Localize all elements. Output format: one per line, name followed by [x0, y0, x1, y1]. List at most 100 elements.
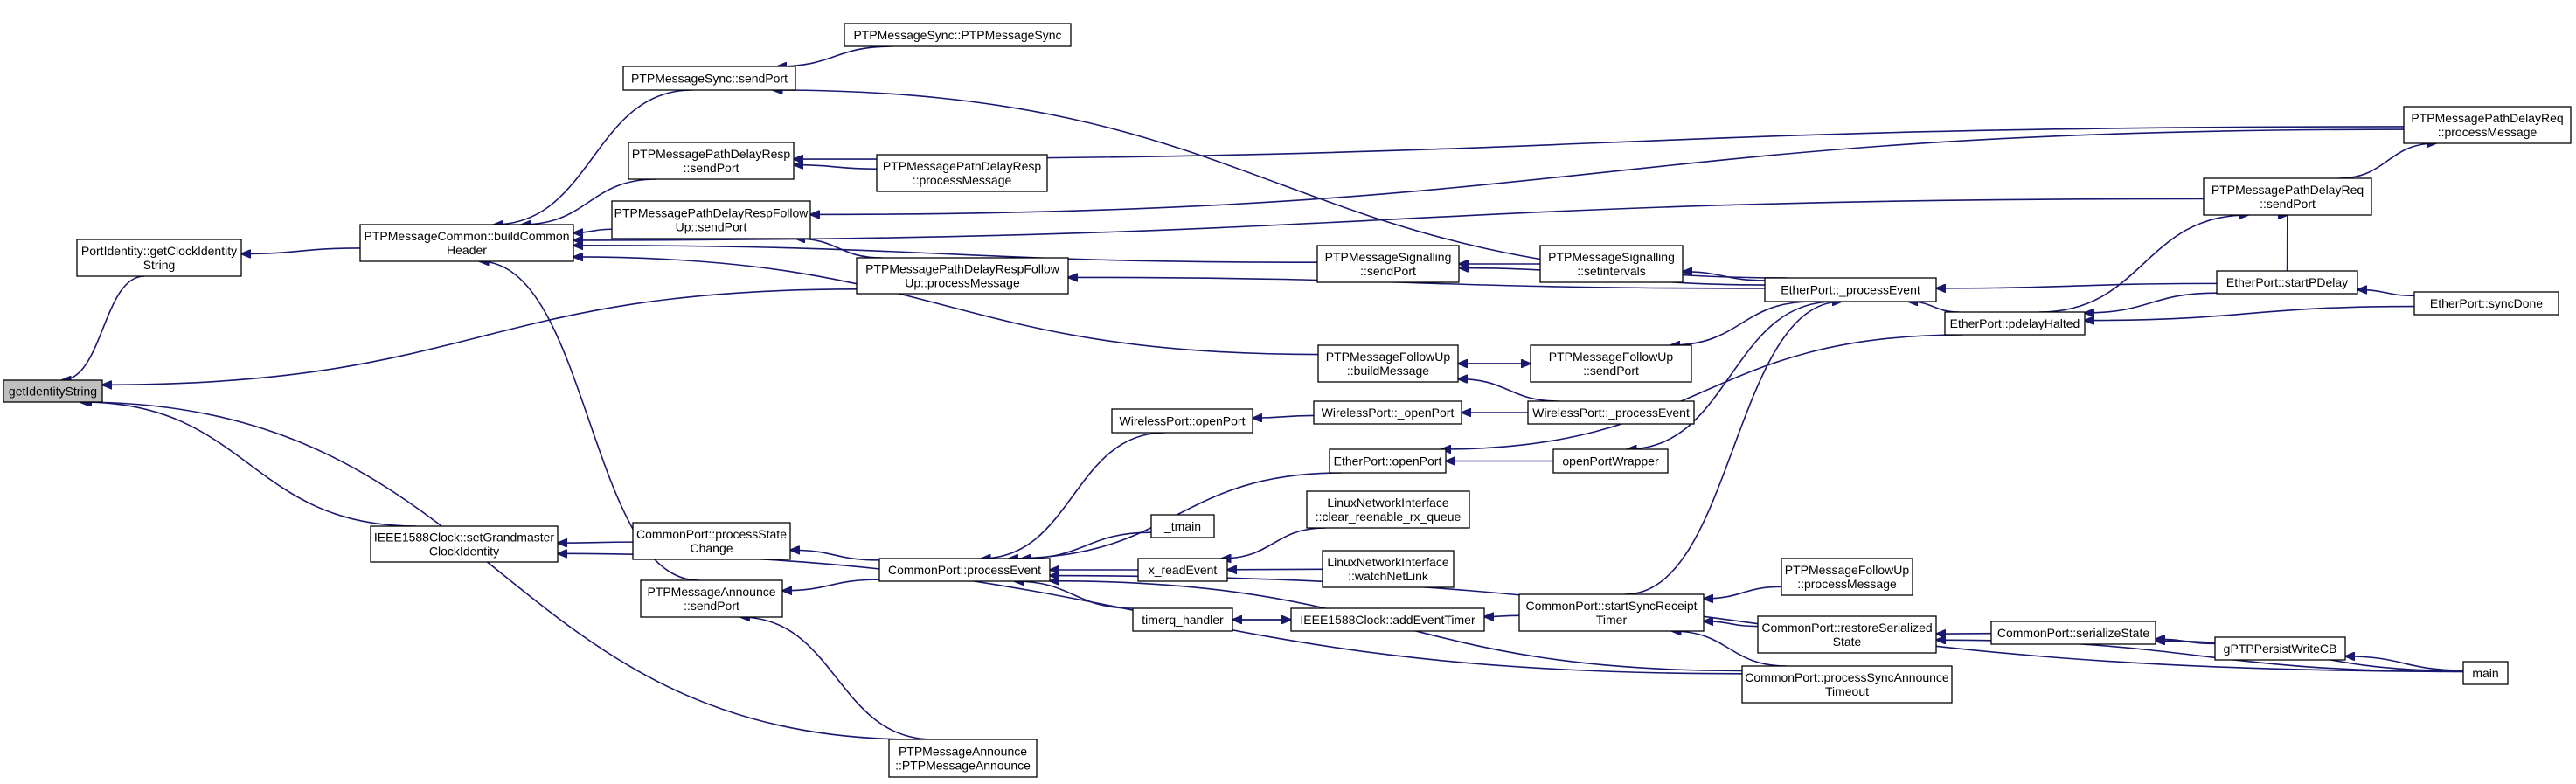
node-ieee1588clock-setgrandmasterclockidentity[interactable]: IEEE1588Clock::setGrandmasterClockIdenti… [370, 525, 559, 563]
node-box [1944, 311, 2086, 336]
edge-ptpmessagesync-ptpmessagesync-to-ptpmessagesync-sendport [777, 45, 892, 66]
node-box [1764, 277, 1937, 302]
edge-wirelessport-openport-to-commonport-processevent [981, 432, 1165, 559]
node-ptpmessagepathdelayreq-processmessage[interactable]: PTPMessagePathDelayReq::processMessage [2403, 106, 2572, 144]
edge-etherport-syncdone-to-etherport-pdelayhalted [2085, 305, 2415, 321]
node-label: PTPMessageSignalling [1548, 250, 1675, 264]
edge-commonport-processevent-to-ptpmessageannounce-sendport [782, 579, 880, 591]
node-label: PTPMessagePathDelayRespFollow [865, 262, 1060, 276]
node-linuxnetworkinterface-clear-reenable-rx-queue[interactable]: LinuxNetworkInterface::clear_reenable_rx… [1306, 490, 1470, 529]
node-ptpmessageannounce-sendport[interactable]: PTPMessageAnnounce::sendPort [640, 579, 783, 618]
node-box [1137, 558, 1228, 582]
node-tmain[interactable]: _tmain [1150, 514, 1215, 538]
node-label: PTPMessageCommon::buildCommon [365, 229, 570, 243]
node-ptpmessagesignalling-sendport[interactable]: PTPMessageSignalling::sendPort [1316, 245, 1460, 283]
node-label: WirelessPort::_processEvent [1532, 406, 1690, 420]
node-box [1527, 400, 1695, 425]
edge-ptpmessagepathdelayreq-processmessage-to-ptpmessagepathdelayresp-sendport [794, 126, 2405, 159]
node-label: CommonPort::restoreSerialized [1761, 621, 1932, 635]
node-ptpmessagefollowup-sendport[interactable]: PTPMessageFollowUp::sendPort [1530, 344, 1692, 383]
node-box [2413, 291, 2559, 316]
node-box [1313, 400, 1462, 425]
edge-etherport-pdelayhalted-to-etherport-processevent [1908, 302, 1960, 313]
node-etherport-processevent[interactable]: EtherPort::_processEvent [1764, 277, 1937, 302]
node-box [1990, 621, 2156, 645]
node-ptpmessagesync-ptpmessagesync[interactable]: PTPMessageSync::PTPMessageSync [844, 23, 1072, 47]
node-etherport-syncdone[interactable]: EtherPort::syncDone [2413, 291, 2559, 316]
node-box [1781, 558, 1913, 596]
node-box [844, 23, 1072, 47]
node-label: Timer [1596, 613, 1628, 627]
edge-etherport-startpdelay-to-etherport-pdelayhalted [2085, 292, 2218, 313]
node-label: CommonPort::processSyncAnnounce [1745, 670, 1949, 684]
node-label: _tmain [1163, 519, 1201, 533]
node-ptpmessagepathdelayreq-sendport[interactable]: PTPMessagePathDelayReq::sendPort [2203, 177, 2372, 216]
node-x-readevent[interactable]: x_readEvent [1137, 558, 1228, 582]
nodes-layer: getIdentityString PortIdentity::getClockI… [3, 23, 2572, 778]
node-ieee1588clock-addeventtimer[interactable]: IEEE1588Clock::addEventTimer [1290, 607, 1485, 632]
node-ptpmessagefollowup-processmessage[interactable]: PTPMessageFollowUp::processMessage [1781, 558, 1913, 596]
node-ptpmessagefollowup-buildmessage[interactable]: PTPMessageFollowUp::buildMessage [1317, 344, 1459, 383]
node-label: PTPMessageAnnounce [899, 745, 1027, 759]
node-label: ::sendPort [684, 161, 739, 175]
edge-ptpmessagecommon-buildcommonheader-to-portidentity-getclockidentitystring [241, 247, 361, 254]
node-timerq-handler[interactable]: timerq_handler [1132, 607, 1233, 632]
node-label: Timeout [1825, 684, 1869, 698]
node-commonport-processevent[interactable]: CommonPort::processEvent [878, 558, 1051, 582]
node-getidentitystring[interactable]: getIdentityString [3, 379, 103, 403]
node-box [856, 257, 1069, 295]
node-ptpmessagesync-sendport[interactable]: PTPMessageSync::sendPort [622, 66, 796, 91]
edge-ptpmessageannounce-ptpmessageannounce-to-ptpmessageannounce-sendport [740, 617, 934, 740]
node-ptpmessagepathdelayresp-processmessage[interactable]: PTPMessagePathDelayResp::processMessage [876, 154, 1048, 192]
node-box [628, 142, 795, 180]
node-label: timerq_handler [1142, 613, 1224, 627]
node-ptpmessagepathdelayresp-sendport[interactable]: PTPMessagePathDelayResp::sendPort [628, 142, 795, 180]
node-label: EtherPort::startPDelay [2226, 275, 2348, 289]
node-wirelessport-openport[interactable]: WirelessPort::_openPort [1313, 400, 1462, 425]
node-box [76, 239, 242, 277]
node-etherport-startpdelay[interactable]: EtherPort::startPDelay [2216, 270, 2358, 295]
edges-layer [61, 45, 2464, 740]
node-wirelessport-openport[interactable]: WirelessPort::openPort [1111, 408, 1253, 434]
edge-ptpmessagepathdelayrespfollowup-processmessage-to-getidentitystring [102, 288, 858, 385]
node-label: String [143, 258, 176, 272]
node-box [2203, 177, 2372, 216]
node-linuxnetworkinterface-watchnetlink[interactable]: LinuxNetworkInterface::watchNetLink [1322, 550, 1455, 588]
edge-etherport-processevent-to-ptpmessagepathdelayrespfollowup-processmessage [1068, 277, 1766, 289]
node-label: PTPMessageSignalling [1325, 250, 1452, 264]
node-box [2403, 106, 2572, 144]
node-label: EtherPort::openPort [1334, 454, 1442, 468]
node-box [1530, 344, 1692, 383]
node-label: Up::sendPort [676, 220, 747, 234]
node-label: State [1833, 635, 1862, 649]
node-box [1741, 665, 1953, 704]
node-ptpmessagepathdelayrespfollowup-processmessage[interactable]: PTPMessagePathDelayRespFollowUp::process… [856, 257, 1069, 295]
node-commonport-serializestate[interactable]: CommonPort::serializeState [1990, 621, 2156, 645]
node-ptpmessageannounce-ptpmessageannounce[interactable]: PTPMessageAnnounce::PTPMessageAnnounce [888, 739, 1038, 778]
node-box [1316, 245, 1460, 283]
node-gptppersistwritecb[interactable]: gPTPPersistWriteCB [2214, 636, 2346, 661]
node-box [1290, 607, 1485, 632]
node-label: ::processMessage [1797, 577, 1897, 591]
node-etherport-pdelayhalted[interactable]: EtherPort::pdelayHalted [1944, 311, 2086, 336]
node-openportwrapper[interactable]: openPortWrapper [1552, 448, 1669, 474]
node-box [2462, 661, 2509, 685]
edge-commonport-startsyncreceipttimer-to-ieee1588clock-addeventtimer [1484, 615, 1520, 616]
node-ptpmessagepathdelayrespfollowup-sendport[interactable]: PTPMessagePathDelayRespFollowUp::sendPor… [611, 200, 811, 239]
node-etherport-openport[interactable]: EtherPort::openPort [1329, 448, 1447, 474]
node-wirelessport-processevent[interactable]: WirelessPort::_processEvent [1527, 400, 1695, 425]
node-box [611, 200, 811, 239]
node-main[interactable]: main [2462, 661, 2509, 685]
edge-etherport-processevent-to-ptpmessagesignalling-setintervals [1683, 272, 1766, 281]
edge-ptpmessagepathdelayreq-sendport-to-ptpmessagepathdelayreq-processmessage [2338, 143, 2436, 179]
node-label: main [2472, 666, 2498, 680]
node-label: getIdentityString [9, 385, 97, 399]
node-ptpmessagesignalling-setintervals[interactable]: PTPMessageSignalling::setintervals [1539, 245, 1684, 283]
node-label: PTPMessagePathDelayReq [2211, 183, 2364, 197]
